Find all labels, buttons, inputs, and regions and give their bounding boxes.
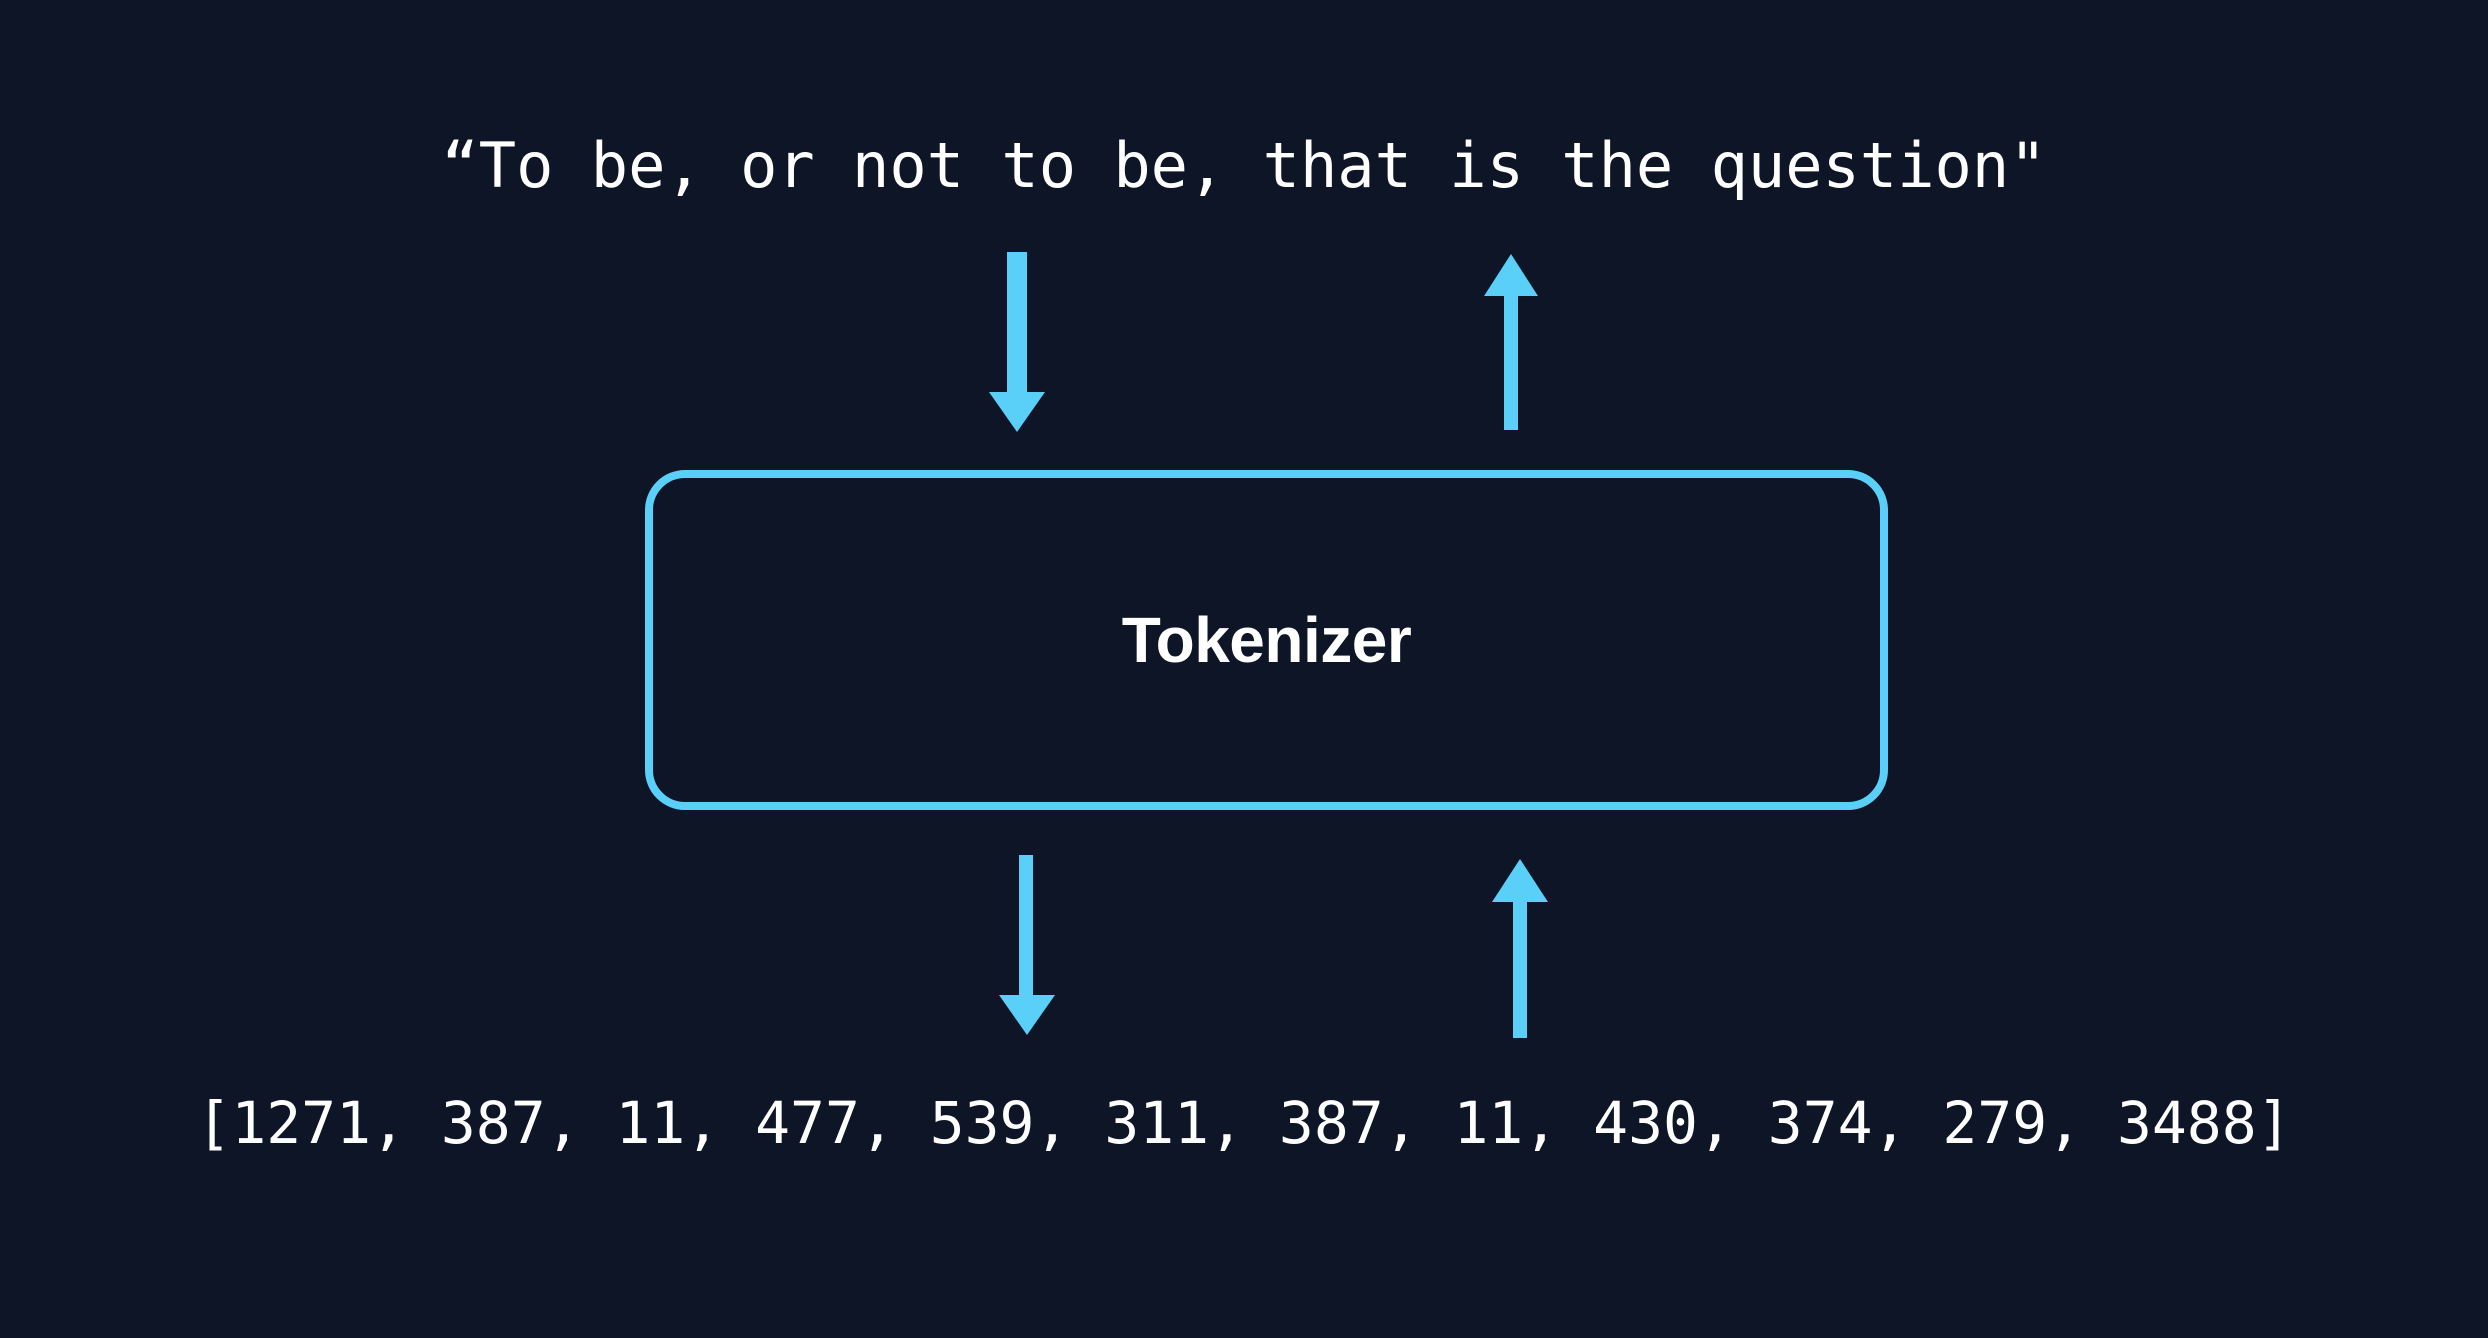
decode-output-arrow-up	[1482, 252, 1540, 432]
output-token-array: [1271, 387, 11, 477, 539, 311, 387, 11, …	[196, 1089, 2292, 1157]
encode-input-arrow-down	[985, 252, 1049, 434]
tokenizer-box[interactable]: Tokenizer	[645, 470, 1888, 810]
input-text-label: “To be, or not to be, that is the questi…	[441, 129, 2047, 202]
tokenizer-label: Tokenizer	[1121, 604, 1412, 676]
encode-output-arrow-down	[995, 855, 1059, 1039]
decode-input-arrow-up	[1490, 857, 1550, 1041]
